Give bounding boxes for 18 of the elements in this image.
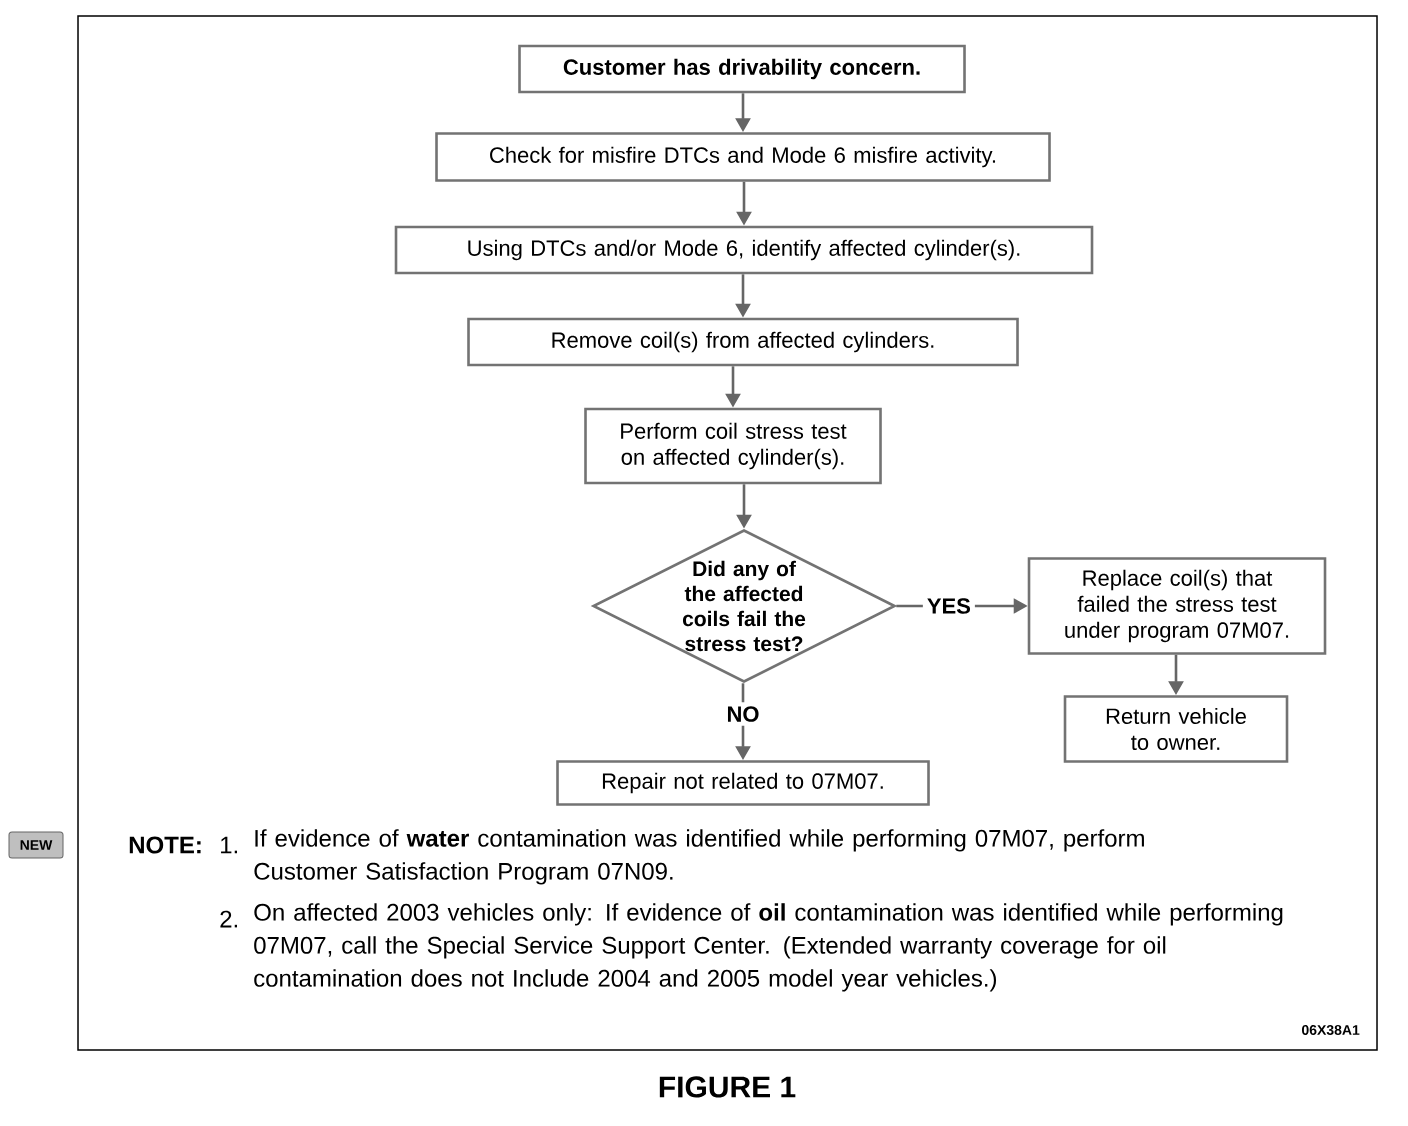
note-text: If evidence of water contamination was identified while performing 07M07, perform Customer Satisfaction Program 07N09.	[254, 829, 1144, 885]
process-box: Perform coil stress test on affected cylinder(s).	[584, 407, 882, 485]
new-badge: NEW	[8, 831, 64, 859]
edge-label: YES	[922, 594, 975, 618]
figure-caption: FIGURE 1	[659, 1076, 796, 1098]
process-box: Repair not related to 07M07.	[556, 760, 930, 806]
note-text: On affected 2003 vehicles only: If evidence of oil contamination was identified while performing 07M07, call the Special Service Support Center. (Extended warranty coverage for oil contamination does not Include 2004 and 2005 model year vehicles.)	[254, 903, 1283, 992]
process-box: Using DTCs and/or Mode 6, identify affected cylinder(s).	[394, 225, 1094, 275]
list-number: 2.	[220, 910, 237, 928]
note-label: NOTE:	[129, 836, 201, 854]
edge-label: NO	[722, 702, 764, 726]
process-box: Customer has drivability concern.	[518, 44, 966, 94]
list-number: 1.	[221, 836, 237, 854]
process-box: Return vehicle to owner.	[1063, 695, 1289, 763]
figure-code: 06X38A1	[1302, 1025, 1360, 1035]
process-box: Check for misfire DTCs and Mode 6 misfire activity.	[435, 132, 1051, 182]
process-box: Remove coil(s) from affected cylinders.	[467, 317, 1019, 367]
process-box: Replace coil(s) that failed the stress test under program 07M07.	[1027, 557, 1327, 655]
